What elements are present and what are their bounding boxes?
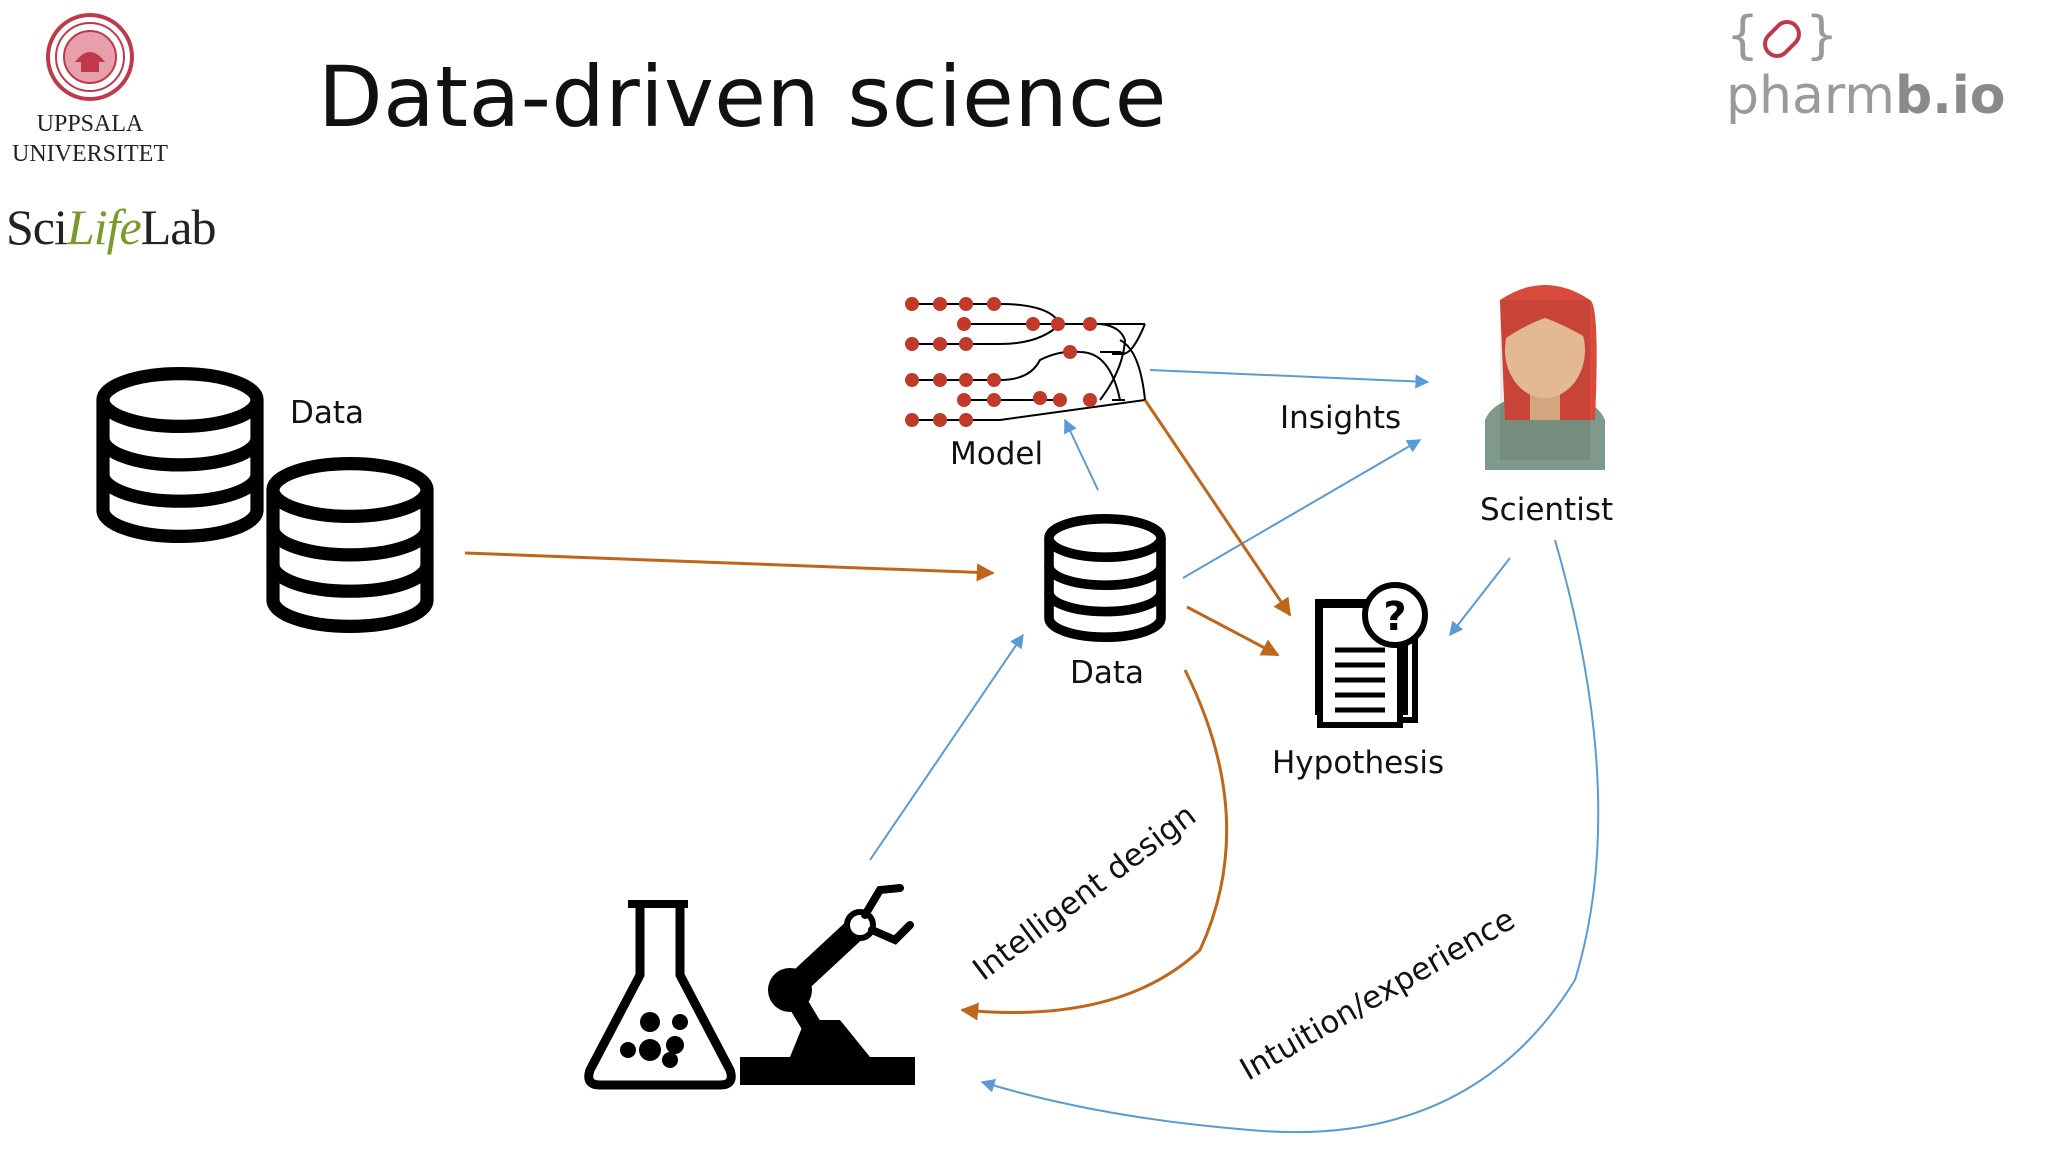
arrow-scientist-to-hypothesis [1449, 557, 1511, 637]
insights-label: Insights [1280, 400, 1402, 436]
model-label: Model [950, 436, 1044, 472]
arrow-intuition-experience [980, 539, 1600, 1134]
uppsala-line2: UNIVERSITET [12, 141, 168, 167]
arrow-data-to-hypothesis [1186, 605, 1280, 657]
arrow-data-to-model [1064, 418, 1099, 491]
scientist-avatar-icon [1485, 285, 1605, 470]
scientist-label: Scientist [1480, 492, 1614, 528]
question-mark-icon: ? [1383, 594, 1406, 640]
data-label: Data [1070, 655, 1145, 691]
hypothesis-document-icon [1315, 582, 1428, 728]
arrow-lab-to-data [869, 633, 1024, 861]
arrow-data-to-scientist [1182, 439, 1422, 579]
big-database-icon-1 [103, 374, 257, 537]
arrow-model-to-scientist [1149, 369, 1430, 389]
robot-arm-icon [740, 884, 915, 1085]
arrow-bigdata-to-data [464, 551, 995, 582]
page-title: Data-driven science [318, 48, 1167, 146]
big-data-label: Data [290, 395, 365, 431]
scilifelab-logo: SciLifeLab [6, 199, 216, 255]
lab-flask-icon [584, 900, 736, 1090]
pharmbio-logo: {} pharmb.io [1726, 6, 2006, 126]
big-database-icon-2 [273, 464, 427, 627]
model-nodes [905, 297, 1097, 427]
arrow-model-to-hypothesis [1143, 399, 1292, 617]
hypothesis-label: Hypothesis [1272, 745, 1445, 781]
uppsala-line1: UPPSALA [36, 111, 144, 137]
uppsala-seal-logo [46, 13, 134, 101]
arrow-intelligent-design [960, 669, 1229, 1021]
data-database-icon [1049, 519, 1161, 637]
